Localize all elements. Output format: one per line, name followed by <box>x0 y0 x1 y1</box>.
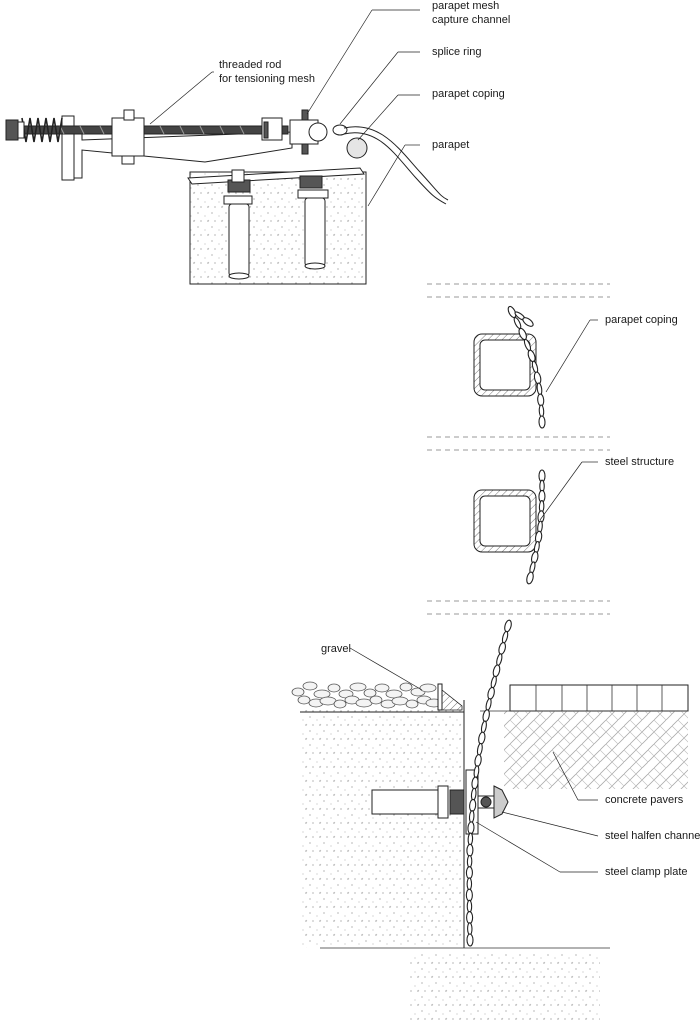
chain-link <box>538 404 545 418</box>
chain-link <box>466 877 473 891</box>
chain-link <box>526 571 534 585</box>
label-parapet: parapet <box>432 139 469 151</box>
gravel-stone <box>363 688 377 698</box>
gravel-stone <box>291 687 305 697</box>
chain-link <box>473 765 480 779</box>
label-steel-structure: steel structure <box>605 456 674 468</box>
label-gravel: gravel <box>321 643 351 655</box>
gravel-stone <box>327 683 341 693</box>
chain-link <box>468 810 475 824</box>
chain-link <box>485 698 492 711</box>
chain-link <box>466 899 473 913</box>
gravel-stone <box>349 682 367 692</box>
label-capture-channel-2: capture channel <box>432 14 510 26</box>
top-parapet-detail: parapet mesh capture channel splice ring… <box>5 0 510 285</box>
gravel-stone <box>333 699 347 709</box>
splice-ring <box>332 124 348 136</box>
chain-link <box>536 382 543 396</box>
gravel-stone <box>297 695 311 705</box>
gravel-bed <box>291 681 443 709</box>
label-concrete-pavers: concrete pavers <box>605 794 684 806</box>
mesh-chain-structure <box>526 469 546 585</box>
label-splice-ring: splice ring <box>432 46 482 58</box>
gravel-stone <box>319 696 337 706</box>
tension-bracket <box>69 127 293 179</box>
label-threaded-rod-1: threaded rod <box>219 59 281 71</box>
gravel-stone <box>391 696 409 706</box>
gravel-stone <box>355 698 373 708</box>
coping-section-detail: parapet coping <box>473 305 678 429</box>
label-parapet-coping-mid: parapet coping <box>605 314 678 326</box>
gravel-stone <box>399 682 413 692</box>
chain-link <box>537 393 545 407</box>
chain-link <box>487 686 495 700</box>
chain-link <box>466 933 474 947</box>
chain-link <box>474 754 482 768</box>
chain-link <box>501 630 509 644</box>
gravel-stone <box>369 695 383 705</box>
chain-link <box>467 922 473 936</box>
halfen-anchor-right <box>297 175 329 270</box>
chain-link <box>466 911 474 925</box>
chain-link <box>496 653 503 667</box>
chain-link <box>522 317 534 327</box>
chain-link <box>478 731 486 745</box>
coping-roll <box>346 137 368 159</box>
gravel-stone <box>419 683 437 693</box>
parapet-wall <box>189 171 367 285</box>
gravel-stone <box>302 681 318 691</box>
mesh-chain-coping <box>507 305 546 429</box>
gravel-stone <box>405 699 419 709</box>
chain-link <box>490 675 497 689</box>
end-nut <box>5 119 19 141</box>
gravel-stone <box>374 683 390 693</box>
label-capture-channel-1: parapet mesh <box>432 0 499 12</box>
chain-link <box>466 854 473 869</box>
subgrade <box>410 950 600 1020</box>
chain-link <box>465 888 473 902</box>
chain-link <box>465 866 473 880</box>
mesh-chain-top <box>343 126 449 205</box>
threaded-rod <box>17 125 289 135</box>
mesh-chain-ground <box>465 619 512 947</box>
soil-mass <box>300 710 464 948</box>
chain-link <box>480 720 487 734</box>
halfen-anchor-left <box>223 169 253 280</box>
label-parapet-coping-top: parapet coping <box>432 88 505 100</box>
chain-link <box>492 664 501 678</box>
ground-anchor-detail: gravel concrete pavers steel halfen chan… <box>291 619 700 1020</box>
chain-link <box>467 821 475 835</box>
chain-link <box>538 415 546 429</box>
chain-link <box>504 619 512 633</box>
concrete-pavers <box>480 684 689 789</box>
mid-section-dividers <box>427 283 610 615</box>
chain-link <box>466 843 474 857</box>
label-steel-clamp-plate: steel clamp plate <box>605 866 688 878</box>
tension-spring <box>21 117 63 143</box>
chain-link <box>476 742 483 756</box>
label-threaded-rod-2: for tensioning mesh <box>219 73 315 85</box>
chain-link <box>498 642 506 655</box>
chain-link <box>467 832 474 846</box>
label-steel-halfen-channel: steel halfen channel <box>605 830 700 842</box>
steel-structure-detail: steel structure <box>473 456 674 585</box>
